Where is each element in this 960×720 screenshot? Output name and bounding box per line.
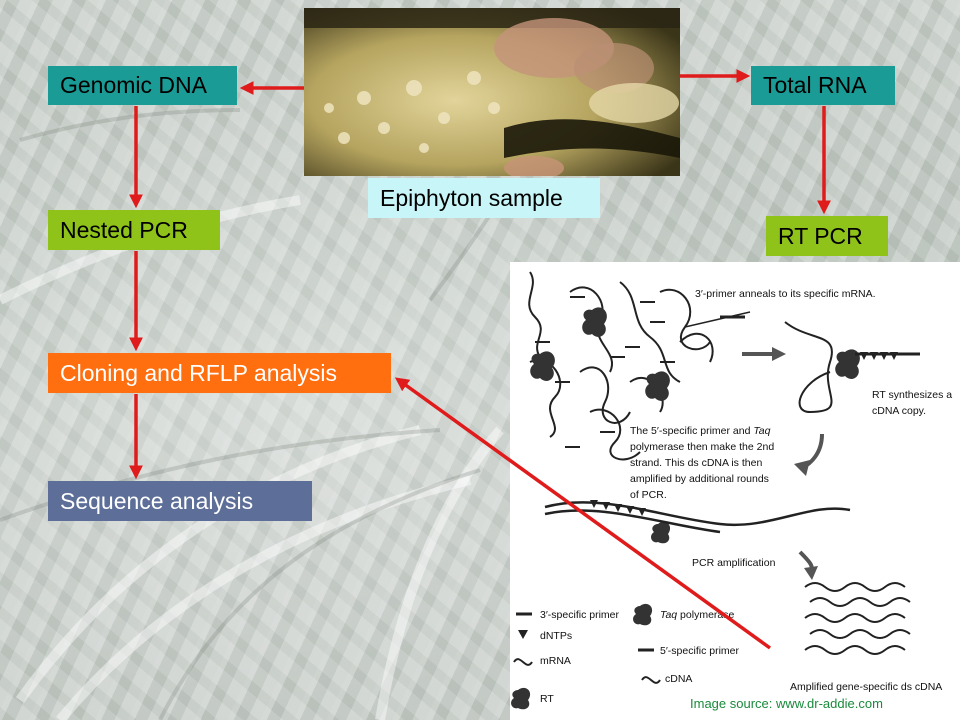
figure-legend: 3′-specific primer dNTPs mRNA RT Taq pol…: [511, 603, 739, 710]
legend-taq: Taq polymerase: [660, 609, 734, 621]
label-second-strand-2: polymerase then make the 2nd: [630, 441, 774, 453]
legend-mrna: mRNA: [540, 655, 571, 667]
label-second-strand-1: The 5′-specific primer and Taq: [630, 425, 771, 437]
label-rt-synth-1: RT synthesizes a: [872, 389, 952, 401]
legend-primer5: 5′-specific primer: [660, 645, 739, 657]
epiphyton-sample-photo: [304, 8, 680, 176]
rt-pcr-box: RT PCR: [766, 216, 888, 256]
total-rna-label: Total RNA: [763, 72, 867, 98]
nested-pcr-label: Nested PCR: [60, 216, 188, 243]
genomic-dna-box: Genomic DNA: [48, 66, 237, 105]
nested-pcr-box: Nested PCR: [48, 210, 220, 250]
sequence-analysis-label: Sequence analysis: [60, 487, 254, 514]
image-source-note: Image source: www.dr-addie.com: [690, 696, 883, 711]
genomic-dna-label: Genomic DNA: [60, 72, 207, 98]
legend-rt: RT: [540, 693, 554, 705]
rt-pcr-figure: 3′-primer anneals to its specific mRNA. …: [510, 262, 960, 720]
label-pcr-amplification: PCR amplification: [692, 557, 776, 569]
label-second-strand-4: amplified by additional rounds: [630, 473, 769, 485]
rt-pcr-label: RT PCR: [778, 222, 863, 249]
label-primer-anneals: 3′-primer anneals to its specific mRNA.: [695, 288, 876, 300]
sequence-analysis-box: Sequence analysis: [48, 481, 312, 521]
epiphyton-sample-label: Epiphyton sample: [380, 184, 563, 211]
cloning-rflp-label: Cloning and RFLP analysis: [60, 359, 338, 386]
label-amplified: Amplified gene-specific ds cDNA: [790, 681, 942, 693]
label-second-strand-3: strand. This ds cDNA is then: [630, 457, 762, 469]
epiphyton-sample-box: Epiphyton sample: [368, 178, 600, 218]
label-rt-synth-2: cDNA copy.: [872, 405, 926, 417]
amplified-strands: [804, 582, 911, 655]
cloning-rflp-box: Cloning and RFLP analysis: [48, 353, 391, 393]
legend-dntps: dNTPs: [540, 630, 572, 642]
legend-primer3: 3′-specific primer: [540, 609, 619, 621]
total-rna-box: Total RNA: [751, 66, 895, 105]
legend-cdna: cDNA: [665, 673, 692, 685]
label-second-strand-5: of PCR.: [630, 489, 667, 501]
